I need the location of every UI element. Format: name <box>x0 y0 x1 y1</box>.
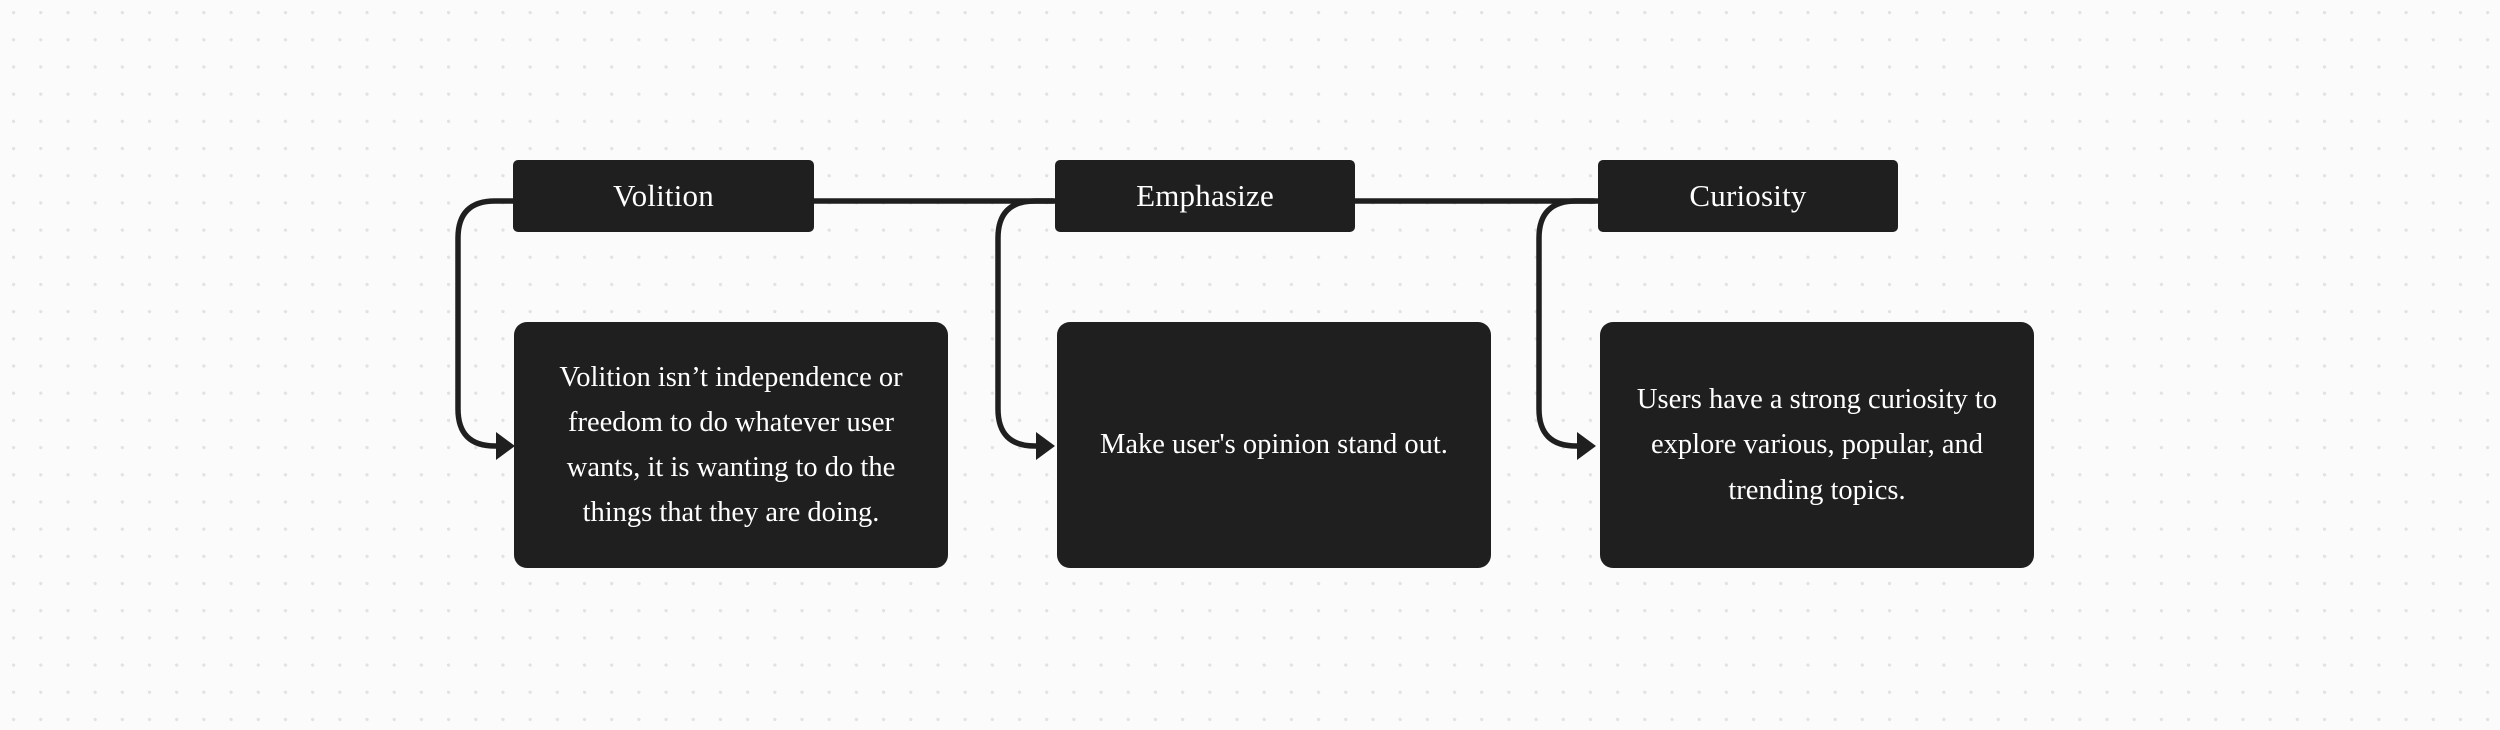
arrowhead-curiosity <box>1577 432 1596 460</box>
edge-emphasize-to-description <box>995 198 1056 449</box>
edge-curiosity-to-description <box>1536 198 1597 449</box>
node-title-emphasize[interactable]: Emphasize <box>1055 160 1355 232</box>
node-title-emphasize-label: Emphasize <box>1136 178 1274 214</box>
arrowhead-volition <box>496 432 515 460</box>
node-description-emphasize[interactable]: Make user's opinion stand out. <box>1057 322 1491 568</box>
node-title-volition[interactable]: Volition <box>513 160 814 232</box>
edge-volition-to-description <box>455 198 516 449</box>
node-description-emphasize-text: Make user's opinion stand out. <box>1100 429 1448 461</box>
node-title-volition-label: Volition <box>613 178 714 214</box>
node-title-curiosity-label: Curiosity <box>1689 178 1807 214</box>
arrowhead-emphasize <box>1036 432 1055 460</box>
node-title-curiosity[interactable]: Curiosity <box>1598 160 1898 232</box>
